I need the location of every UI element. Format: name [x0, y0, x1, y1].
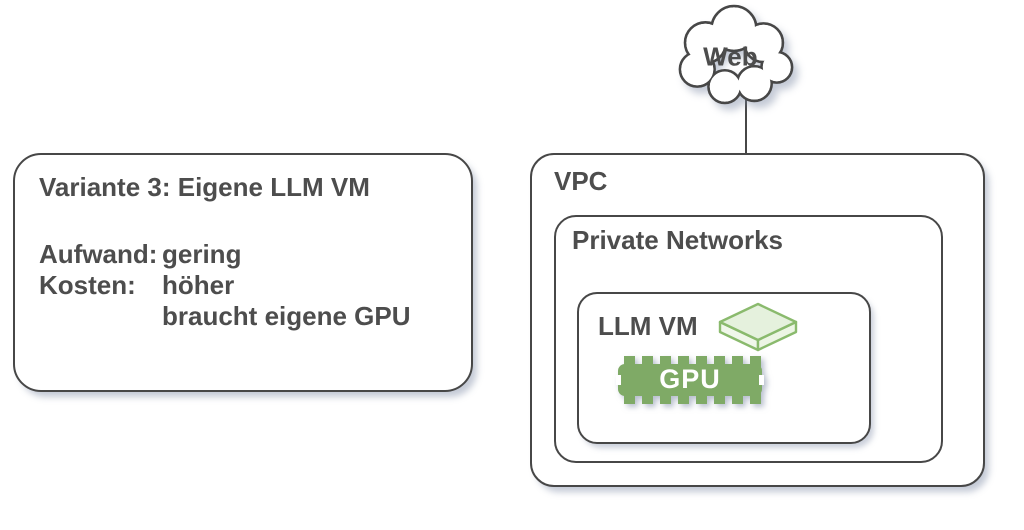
note-lines: Aufwand:gering Kosten: höher braucht eige… [39, 239, 447, 332]
gpu-chip-shape [616, 356, 764, 404]
cloud-shape [678, 4, 794, 105]
cloud-label: Web [703, 41, 758, 72]
private-networks-label: Private Networks [572, 225, 783, 255]
note-line-aufwand: Aufwand:gering [39, 239, 447, 270]
note-line-value: gering [162, 239, 242, 269]
vm-slab-icon [718, 302, 797, 352]
vpc-label: VPC [554, 166, 608, 196]
note-line-label: Aufwand: [39, 239, 158, 269]
private-networks-box: Private Networks LLM VM [554, 215, 943, 463]
web-cloud-icon: Web [666, 2, 806, 108]
note-line-gpu-hint: braucht eigene GPU [39, 301, 447, 332]
note-line-value: braucht eigene GPU [162, 301, 411, 331]
variant-note-box: Variante 3: Eigene LLM VM Aufwand:gering… [13, 153, 473, 392]
llm-vm-box: LLM VM [577, 292, 871, 444]
llm-vm-label: LLM VM [598, 311, 698, 342]
vpc-box: VPC Private Networks LLM VM [530, 153, 985, 487]
gpu-label: GPU [659, 363, 721, 394]
note-line-kosten: Kosten: höher [39, 270, 447, 301]
note-line-label: Kosten: [39, 270, 136, 300]
gpu-chip-icon: GPU [616, 356, 764, 404]
note-line-value: höher [162, 270, 235, 300]
cloud-to-vpc-connector-line [745, 98, 747, 155]
llm-vm-header: LLM VM [598, 302, 869, 352]
note-title: Variante 3: Eigene LLM VM [39, 172, 370, 202]
